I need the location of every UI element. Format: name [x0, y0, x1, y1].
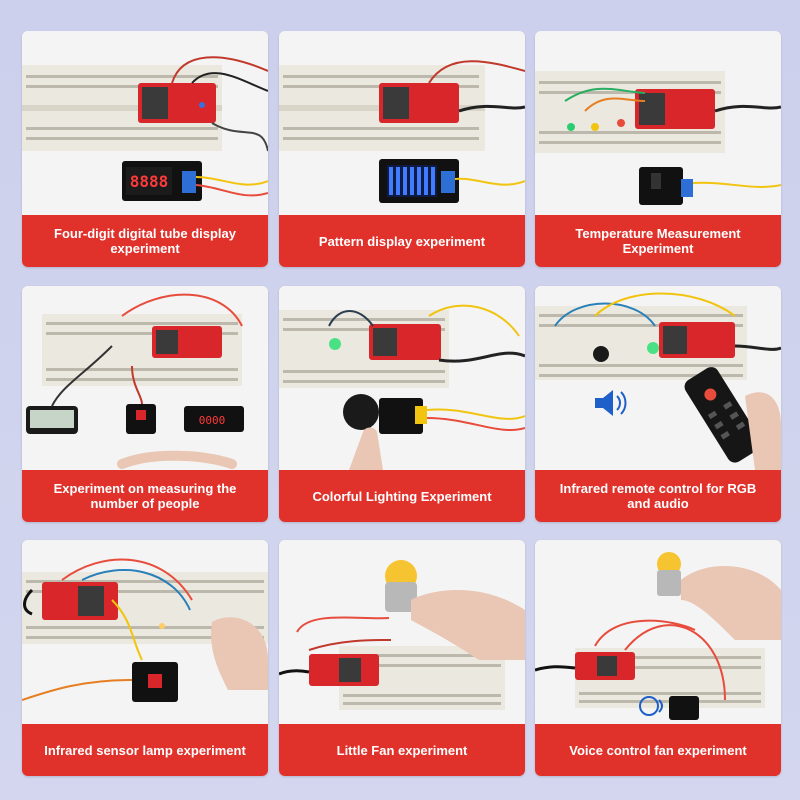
experiment-photo-3	[535, 31, 781, 215]
experiment-photo-8	[279, 540, 525, 724]
experiment-photo-2	[279, 31, 525, 215]
experiment-card-6[interactable]: Infrared remote control for RGB and audi…	[535, 286, 781, 522]
experiment-title: Little Fan experiment	[336, 742, 468, 758]
experiment-title: Temperature Measurement Experiment	[575, 226, 741, 256]
experiment-caption-3: Temperature Measurement Experiment	[535, 215, 781, 267]
experiment-photo-6	[535, 286, 781, 470]
experiment-photo-4: 0000	[22, 286, 268, 470]
experiment-card-4[interactable]: 0000 Experiment on measuring the number …	[22, 286, 268, 522]
experiment-title: Four-digit digital tube display experime…	[54, 226, 236, 256]
experiment-title: Experiment on measuring the number of pe…	[53, 481, 237, 511]
experiment-caption-8: Little Fan experiment	[279, 724, 525, 776]
experiment-caption-2: Pattern display experiment	[279, 215, 525, 267]
experiment-card-5[interactable]: Colorful Lighting Experiment	[279, 286, 525, 522]
experiment-caption-4: Experiment on measuring the number of pe…	[22, 470, 268, 522]
experiment-card-8[interactable]: Little Fan experiment	[279, 540, 525, 776]
speaker-icon	[595, 390, 627, 416]
experiment-caption-5: Colorful Lighting Experiment	[279, 470, 525, 522]
experiment-caption-9: Voice control fan experiment	[535, 724, 781, 776]
experiment-photo-7	[22, 540, 268, 724]
experiment-title: Colorful Lighting Experiment	[312, 488, 492, 504]
digit-display-text: 8888	[130, 172, 169, 191]
svg-text:0000: 0000	[199, 414, 226, 427]
experiment-photo-5	[279, 286, 525, 470]
experiment-title: Infrared remote control for RGB and audi…	[559, 481, 757, 511]
voice-person-icon	[639, 696, 663, 716]
experiment-card-9[interactable]: Voice control fan experiment	[535, 540, 781, 776]
experiment-caption-6: Infrared remote control for RGB and audi…	[535, 470, 781, 522]
experiment-caption-1: Four-digit digital tube display experime…	[22, 215, 268, 267]
experiment-title: Infrared sensor lamp experiment	[44, 742, 246, 758]
experiment-title: Pattern display experiment	[318, 233, 486, 249]
experiment-card-2[interactable]: Pattern display experiment	[279, 31, 525, 267]
experiment-card-3[interactable]: Temperature Measurement Experiment	[535, 31, 781, 267]
experiment-caption-7: Infrared sensor lamp experiment	[22, 724, 268, 776]
experiment-card-7[interactable]: Infrared sensor lamp experiment	[22, 540, 268, 776]
experiment-title: Voice control fan experiment	[569, 742, 747, 758]
experiment-card-1[interactable]: 8888 Four-digit digital tube display exp…	[22, 31, 268, 267]
experiment-photo-1: 8888	[22, 31, 268, 215]
experiment-photo-9	[535, 540, 781, 724]
